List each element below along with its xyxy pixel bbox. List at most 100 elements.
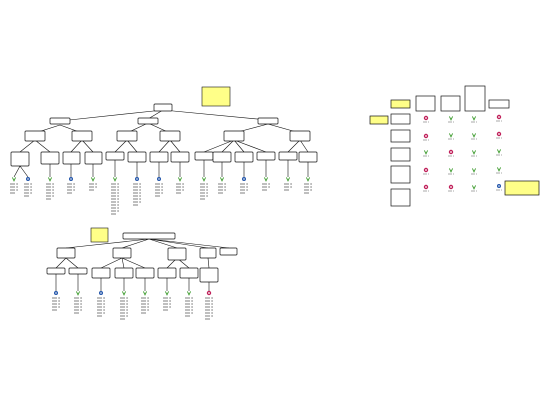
- leaf-icon: [263, 176, 269, 182]
- matrix-row-header: [390, 147, 411, 162]
- matrix-cell-text: [423, 120, 502, 192]
- tree-node: [105, 151, 125, 161]
- leaf-icon: [68, 176, 74, 182]
- tree-b-boxes: [46, 232, 238, 283]
- tree-node: [56, 247, 76, 259]
- matrix-row-header: [369, 115, 389, 125]
- leaf-icon: [112, 176, 118, 182]
- tree-node: [289, 130, 311, 142]
- tree-a: [13, 109, 309, 178]
- tree-node: [137, 117, 159, 125]
- connector: [34, 122, 301, 134]
- tree-node: [153, 103, 173, 112]
- tree-node: [170, 151, 190, 163]
- tree-node: [10, 151, 30, 167]
- cell-icon: [423, 184, 429, 190]
- tree-node: [122, 232, 176, 240]
- tree-node: [49, 117, 71, 125]
- matrix-header: [390, 99, 411, 109]
- matrix-row-header: [390, 113, 411, 125]
- tree-node: [135, 267, 155, 279]
- tree-node: [234, 151, 254, 163]
- connector: [59, 109, 269, 122]
- leaf-icon: [75, 290, 81, 296]
- tree-b: [55, 238, 230, 291]
- tree-node: [149, 151, 169, 163]
- cell-icon: [423, 167, 429, 173]
- tree-node: [212, 151, 232, 163]
- cell-icon: [471, 132, 477, 138]
- leaf-icon: [98, 290, 104, 296]
- cell-icon: [471, 167, 477, 173]
- tree-node: [223, 130, 245, 142]
- tree-b-icons: [53, 290, 212, 296]
- tree-node: [157, 267, 177, 279]
- matrix-row-header: [390, 165, 411, 184]
- connector: [13, 160, 309, 178]
- tree-node: [256, 151, 276, 161]
- tree-b-leaf-text: [52, 297, 213, 320]
- leaf-icon: [121, 290, 127, 296]
- leaf-icon: [219, 176, 225, 182]
- tree-node: [91, 267, 111, 279]
- tree-a-icons: [11, 176, 311, 182]
- tree-node: [159, 130, 181, 142]
- tree-node: [114, 267, 134, 279]
- leaf-icon: [206, 290, 212, 296]
- cell-icon: [423, 115, 429, 121]
- cell-icon: [471, 115, 477, 121]
- tree-node: [68, 267, 88, 275]
- tree-node: [24, 130, 46, 142]
- tree-node: [179, 267, 199, 279]
- cell-icon: [448, 115, 454, 121]
- leaf-icon: [177, 176, 183, 182]
- tree-node: [257, 117, 279, 125]
- leaf-icon: [285, 176, 291, 182]
- leaf-icon: [201, 176, 207, 182]
- leaf-icon: [11, 176, 17, 182]
- cell-icon: [448, 167, 454, 173]
- tree-node: [219, 247, 238, 256]
- leaf-icon: [186, 290, 192, 296]
- tree-node: [71, 130, 93, 142]
- matrix-header: [488, 99, 510, 109]
- cell-icon: [496, 183, 502, 189]
- cell-icon: [496, 114, 502, 120]
- tree-node: [199, 267, 219, 283]
- tree-node: [84, 151, 103, 165]
- leaf-icon: [164, 290, 170, 296]
- tree-node: [127, 151, 147, 163]
- cell-icon: [471, 149, 477, 155]
- cell-icon: [448, 132, 454, 138]
- connector: [55, 274, 210, 291]
- cell-icon: [423, 149, 429, 155]
- matrix-header: [415, 95, 436, 112]
- leaf-icon: [134, 176, 140, 182]
- leaf-icon: [53, 290, 59, 296]
- cell-icon: [496, 148, 502, 154]
- tree-node: [112, 247, 132, 259]
- tree-node: [116, 130, 138, 142]
- tree-node: [62, 151, 81, 165]
- cell-icon: [423, 133, 429, 139]
- connector: [19, 139, 309, 153]
- leaf-icon: [25, 176, 31, 182]
- matrix-row-header: [390, 188, 411, 207]
- leaf-icon: [241, 176, 247, 182]
- connector: [65, 238, 230, 249]
- matrix: [369, 85, 540, 207]
- tree-node: [278, 151, 298, 161]
- leaf-icon: [90, 176, 96, 182]
- cell-icon: [448, 149, 454, 155]
- leaf-icon: [305, 176, 311, 182]
- tree-a-boxes: [10, 103, 318, 167]
- note-box: [201, 86, 231, 107]
- note-box: [90, 227, 109, 243]
- note-box: [504, 180, 540, 196]
- cell-icon: [496, 131, 502, 137]
- leaf-icon: [47, 176, 53, 182]
- cell-icon: [496, 166, 502, 172]
- tree-node: [199, 247, 217, 259]
